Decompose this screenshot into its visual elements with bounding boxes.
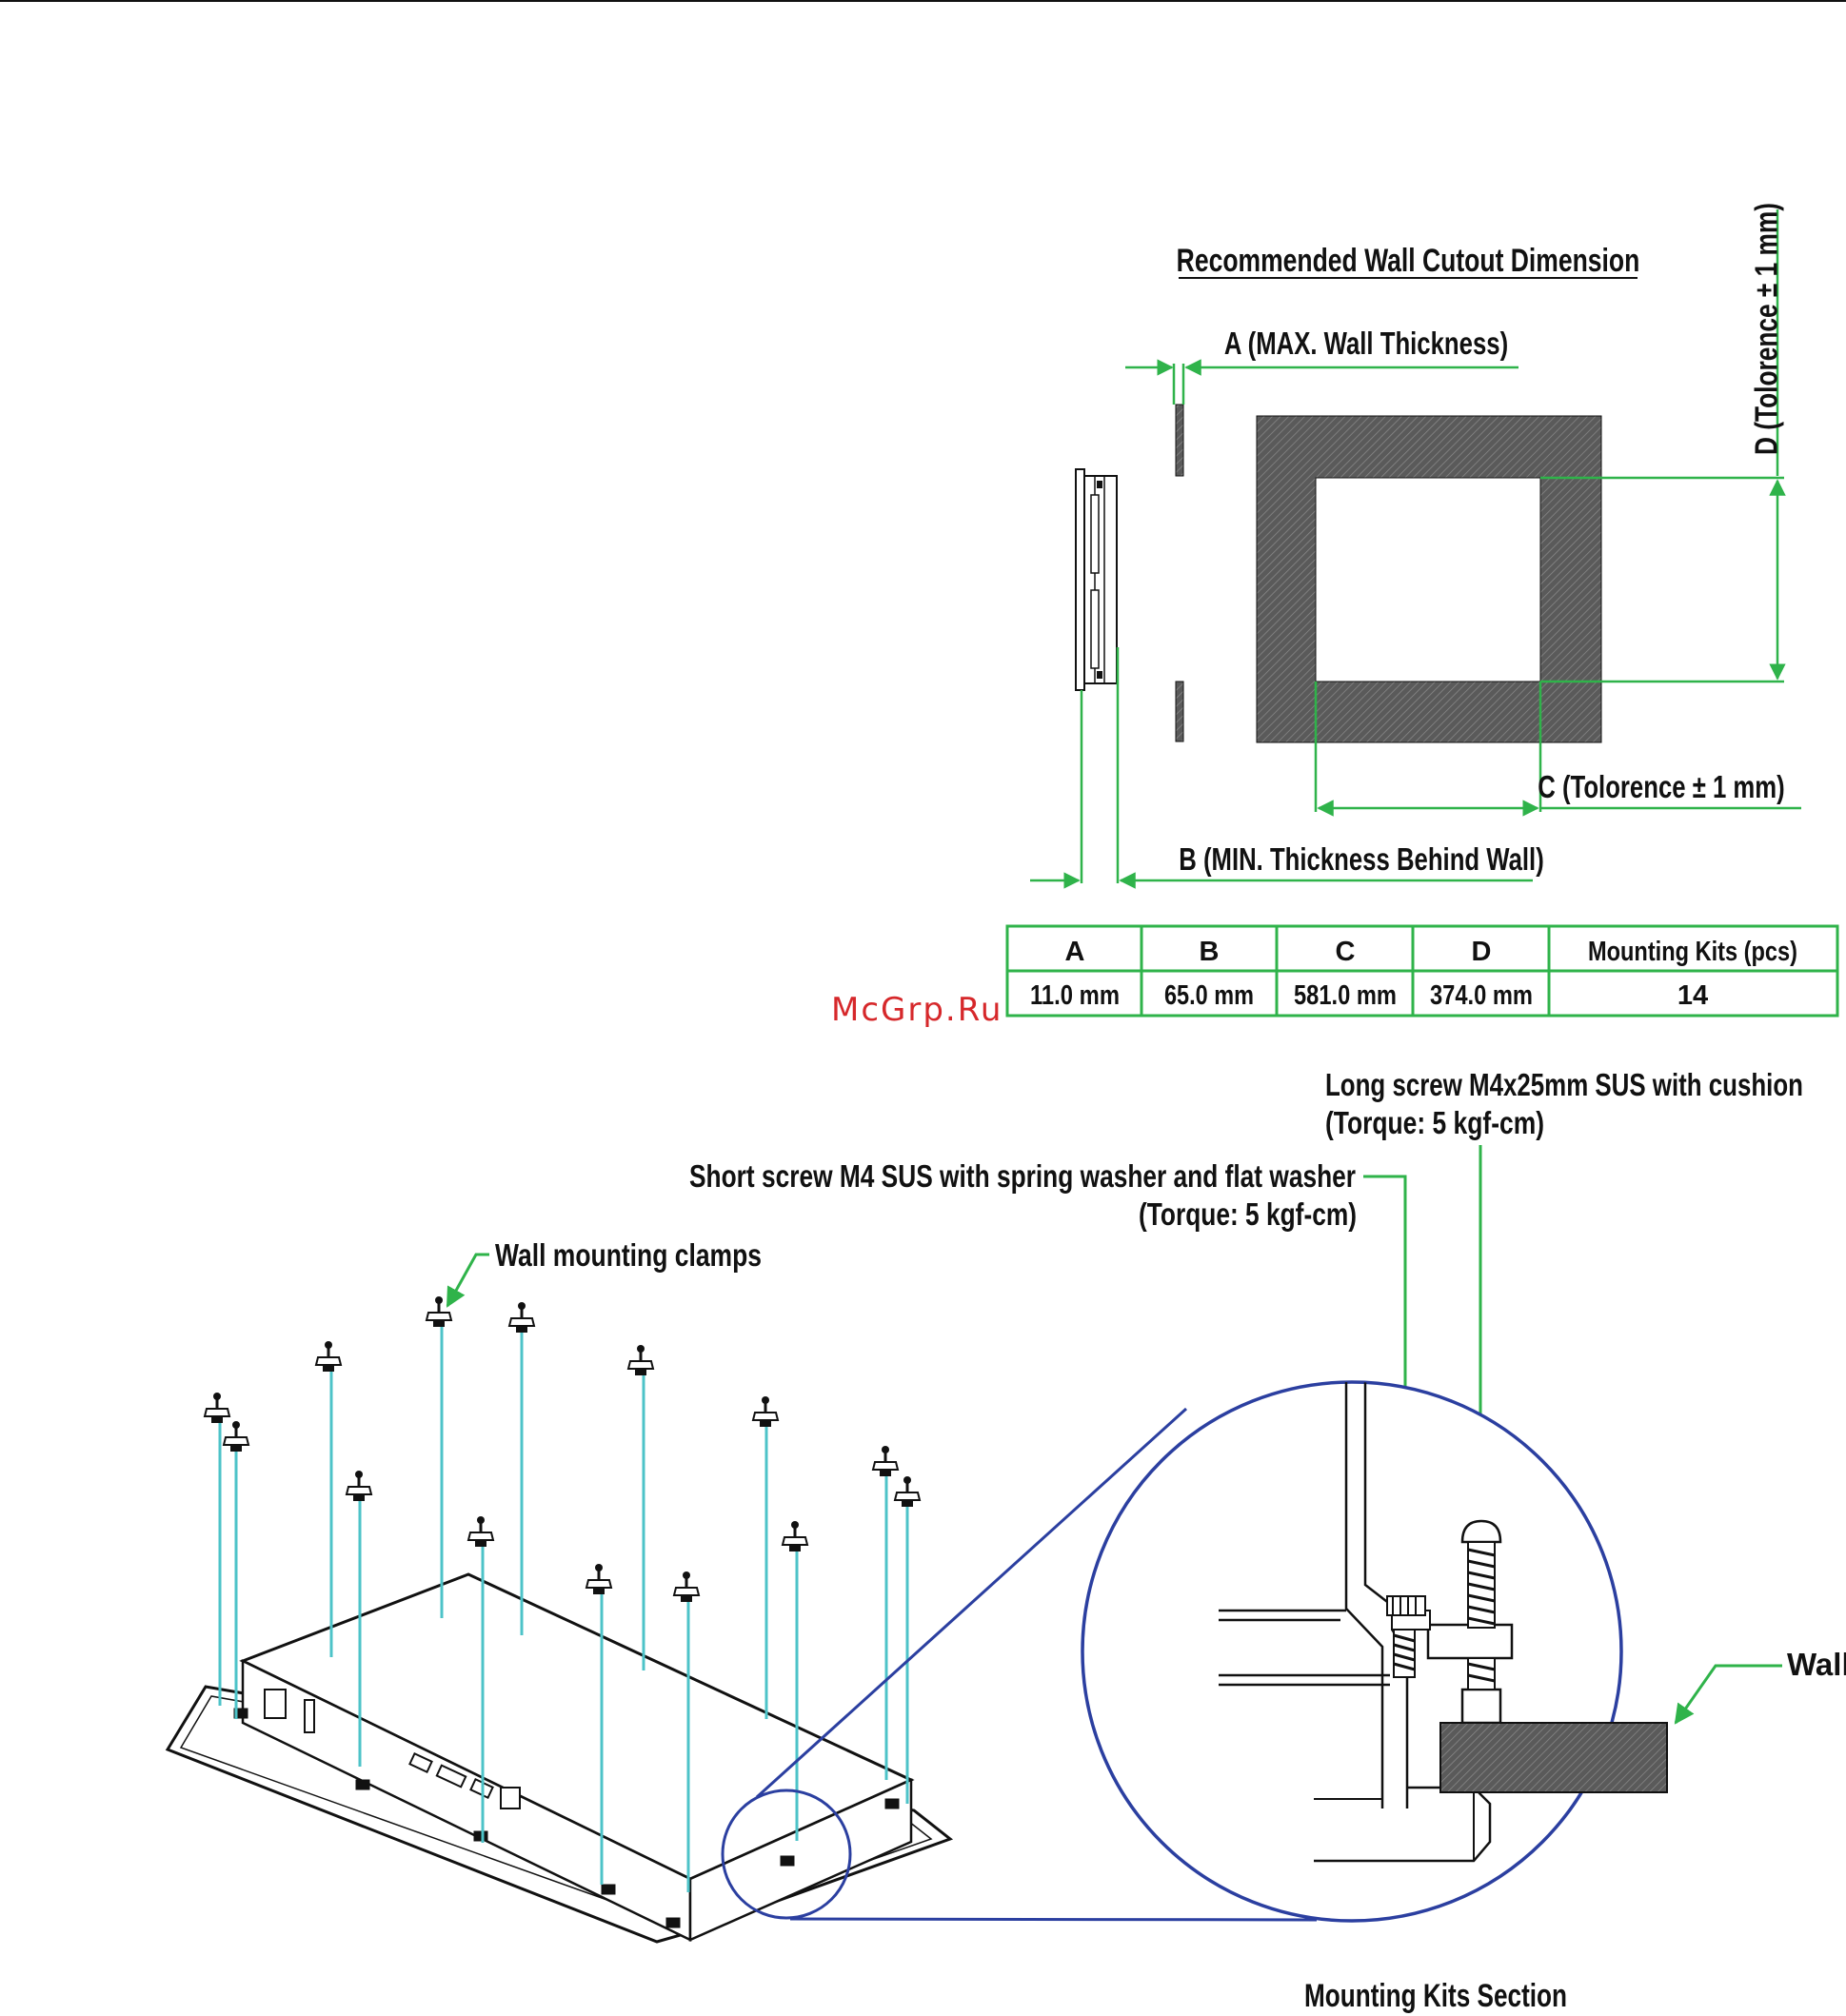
device-isometric [165,1572,954,1944]
table-value-d: 374.0 mm [1430,980,1533,1011]
short-screw [1386,1595,1426,1678]
wall-side-bottom [1175,681,1184,742]
cutout-frame [1256,415,1602,743]
clamp-leader-lines [218,1320,909,1892]
table-header-a: A [1065,937,1085,967]
table-value-a: 11.0 mm [1030,980,1120,1011]
label-d: D (Tolorence ± 1 mm) [1749,203,1784,455]
dimension-d: D (Tolorence ± 1 mm) [1540,203,1786,683]
short-screw-label: Short screw M4 SUS with spring washer an… [689,1158,1356,1194]
section-title: Mounting Kits Section [1304,1978,1567,2014]
long-screw [1460,1519,1502,1690]
wall-mounting-clamps [203,1295,922,1604]
label-a: A (MAX. Wall Thickness) [1224,326,1508,362]
mounting-callouts: Long screw M4x25mm SUS with cushion (Tor… [446,1067,1846,2014]
cutout-title: Recommended Wall Cutout Dimension [1177,243,1640,279]
label-b: B (MIN. Thickness Behind Wall) [1179,842,1544,878]
table-value-kits: 14 [1677,980,1708,1011]
watermark: McGrp.Ru [831,991,1002,1029]
panel-side-view [1075,468,1118,691]
table-header-kits: Mounting Kits (pcs) [1588,937,1797,967]
short-screw-torque: (Torque: 5 kgf-cm) [1139,1196,1357,1232]
table-value-c: 581.0 mm [1294,980,1397,1011]
long-screw-label: Long screw M4x25mm SUS with cushion [1325,1067,1803,1102]
wall-side-top [1175,404,1184,477]
table-header-c: C [1336,937,1356,967]
table-header-d: D [1472,937,1492,967]
long-screw-torque: (Torque: 5 kgf-cm) [1325,1105,1544,1140]
wall-block [1439,1722,1668,1793]
dimension-c: C (Tolorence ± 1 mm) [1314,682,1801,817]
table-value-b: 65.0 mm [1164,980,1254,1011]
dimension-a: A (MAX. Wall Thickness) [1125,326,1518,405]
clamps-label: Wall mounting clamps [495,1237,762,1273]
dimension-b: B (MIN. Thickness Behind Wall) [1030,647,1544,889]
cutout-diagram: Recommended Wall Cutout Dimension A (MA [1030,203,1801,889]
detail-magnifier [721,1380,1668,1923]
label-c: C (Tolorence ± 1 mm) [1538,770,1785,805]
table-header-b: B [1200,937,1220,967]
spec-table: A B C D Mounting Kits (pcs) 11.0 mm 65.0… [1005,924,1839,1018]
wall-label: Wall [1787,1647,1846,1682]
